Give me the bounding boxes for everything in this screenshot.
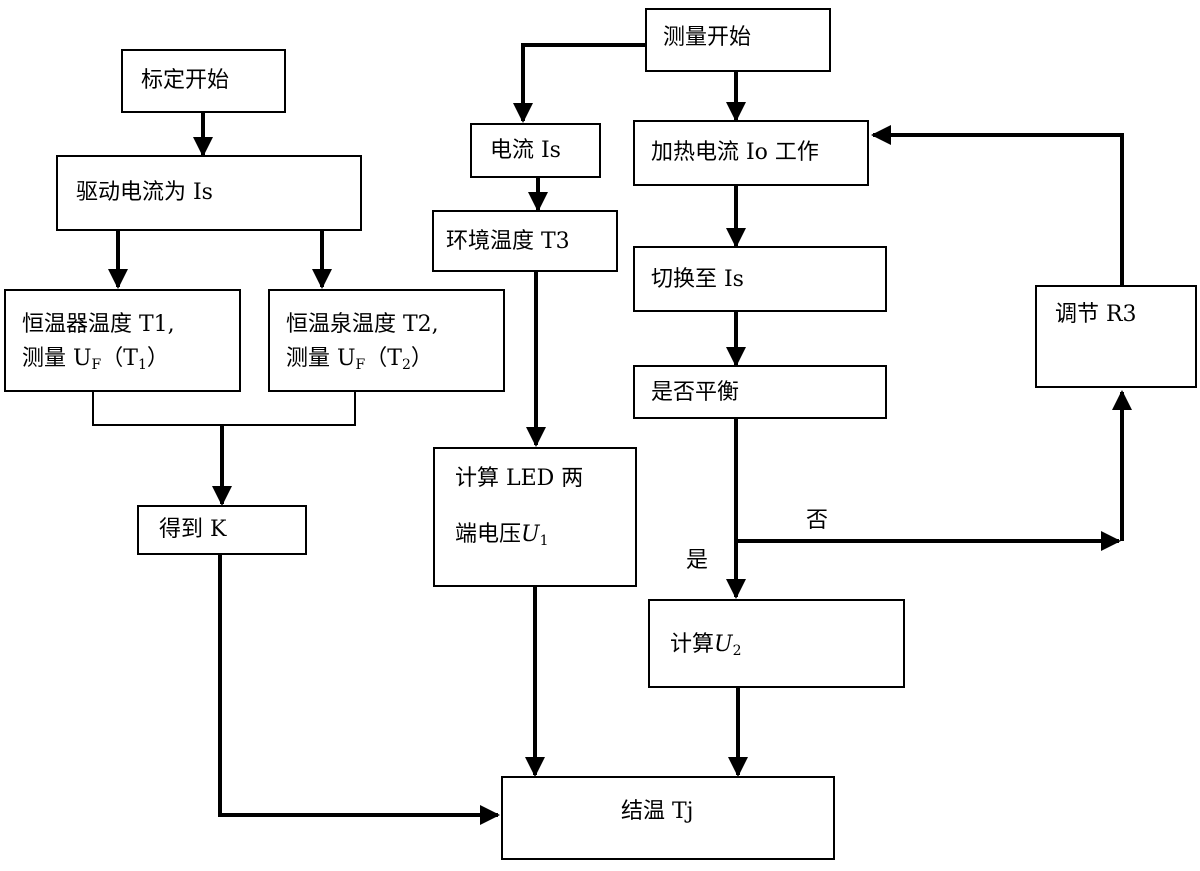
box-bath-temp: 恒温泉温度 T2, 测量 UF（T2） [268,289,505,392]
box-calc-led-voltage: 计算 LED 两 端电压U1 [433,447,637,587]
box-calibration-start: 标定开始 [121,49,286,113]
box-drive-current: 驱动电流为 Is [56,155,362,231]
box-heating-current: 加热电流 Io 工作 [633,120,869,186]
box-ambient-temp: 环境温度 T3 [432,210,618,272]
bath-measure-line: 测量 UF（T2） [286,346,433,373]
merge-line-t1-t2 [92,392,356,426]
calc-led-line2: 端电压U1 [455,522,549,549]
arrow-adjust-to-heating [871,125,1124,285]
box-is-balanced: 是否平衡 [633,365,887,419]
box-thermostat-temp: 恒温器温度 T1, 测量 UF（T1） [4,289,241,392]
box-current-is: 电流 Is [470,123,601,178]
box-calc-u2: 计算U2 [648,599,905,688]
box-adjust-r3: 调节 R3 [1035,285,1197,388]
box-measurement-start: 测量开始 [645,8,831,72]
thermostat-measure-line: 测量 UF（T1） [22,346,169,373]
box-get-k: 得到 K [137,505,307,555]
arrow-meas-to-current [513,43,645,123]
calc-u2-line: 计算U2 [670,632,742,659]
box-switch-to-is: 切换至 Is [633,246,887,312]
arrow-k-to-tj [218,555,500,825]
label-yes: 是 [686,548,709,573]
label-no: 否 [806,508,829,533]
box-junction-temp: 结温 Tj [501,776,835,860]
